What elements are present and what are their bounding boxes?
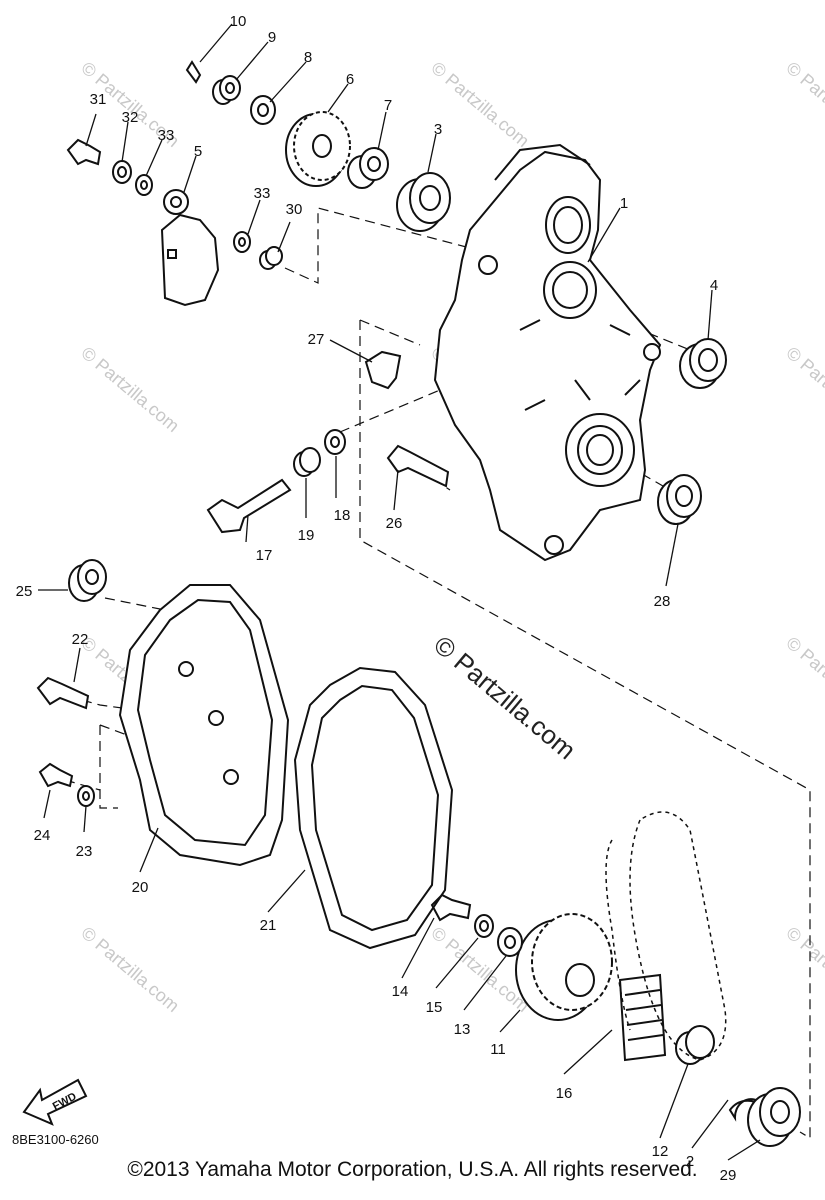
bearing-3 (396, 172, 451, 232)
watermark: © Partzilla.com (782, 343, 825, 436)
callout-18: 18 (334, 507, 351, 524)
callout-33: 33 (254, 185, 271, 202)
watermark: © Partzilla.com (782, 58, 825, 151)
drive-chain (605, 811, 727, 1062)
collar-12 (675, 1025, 715, 1065)
washer-23 (77, 785, 95, 807)
nut-9 (212, 75, 241, 105)
callout-3: 3 (434, 121, 442, 138)
callout-4: 4 (710, 277, 718, 294)
forward-arrow-icon: FWD (22, 1078, 88, 1126)
callout-1: 1 (620, 195, 628, 212)
watermark: © Partzilla.com (77, 923, 183, 1016)
bearing-29 (747, 1087, 801, 1147)
callout-2: 2 (686, 1153, 694, 1170)
callout-15: 15 (426, 999, 443, 1016)
callout-33: 33 (158, 127, 175, 144)
washer-32 (112, 160, 132, 184)
callout-29: 29 (720, 1167, 737, 1184)
oil-seal-25 (68, 559, 107, 602)
callout-13: 13 (454, 1021, 471, 1038)
washer-8 (250, 95, 276, 125)
bolt-17 (206, 478, 292, 534)
bolt-22 (36, 676, 90, 710)
callout-20: 20 (132, 879, 149, 896)
nut-19 (293, 447, 321, 477)
watermark: © Partzilla.com (77, 343, 183, 436)
leader-lines (38, 23, 761, 1161)
bolt-24 (38, 762, 74, 788)
chain-guide (160, 189, 220, 307)
callout-16: 16 (556, 1085, 573, 1102)
callout-22: 22 (72, 631, 89, 648)
callout-10: 10 (230, 13, 247, 30)
sprocket-11 (515, 913, 613, 1021)
washer-13 (497, 927, 523, 957)
bolt-14 (430, 893, 472, 922)
washer-33 (135, 174, 251, 253)
copyright-notice: ©2013 Yamaha Motor Corporation, U.S.A. A… (127, 1158, 698, 1181)
callout-12: 12 (652, 1143, 669, 1160)
callout-32: 32 (122, 109, 139, 126)
callout-23: 23 (76, 843, 93, 860)
oil-seal-4 (679, 338, 727, 389)
callout-5: 5 (194, 143, 202, 160)
gasket-21 (293, 666, 454, 950)
watermark-layer: © Partzilla.com © Partzilla.com © Partzi… (77, 58, 825, 1016)
callout-27: 27 (308, 331, 325, 348)
callout-21: 21 (260, 917, 277, 934)
washer-15 (474, 914, 494, 938)
watermark: © Partzilla.com (782, 923, 825, 1016)
callout-8: 8 (304, 49, 312, 66)
watermark-main: © Partzilla.com (428, 630, 581, 766)
callout-11: 11 (490, 1041, 506, 1058)
callout-19: 19 (298, 527, 315, 544)
callout-24: 24 (34, 827, 51, 844)
watermark: © Partzilla.com (782, 633, 825, 726)
callout-6: 6 (346, 71, 354, 88)
callout-labels: 1 2 3 4 5 6 7 8 9 10 11 12 13 14 15 16 1… (16, 13, 737, 1184)
sprocket-6 (285, 111, 351, 187)
fitting-27 (364, 350, 402, 390)
bolt-31 (66, 138, 102, 166)
oil-seal-28 (657, 474, 702, 525)
diagram-code: 8BE3100-6260 (12, 1132, 99, 1147)
callout-25: 25 (16, 583, 33, 600)
crankcase-cover (433, 143, 662, 562)
callout-28: 28 (654, 593, 671, 610)
bolt-26 (386, 444, 450, 488)
callout-31: 31 (90, 91, 107, 108)
collar-7 (347, 147, 389, 189)
watermark: © Partzilla.com (427, 58, 533, 151)
callout-9: 9 (268, 29, 276, 46)
callout-26: 26 (386, 515, 403, 532)
callout-7: 7 (384, 97, 392, 114)
outer-cover-20 (118, 584, 290, 867)
callout-17: 17 (256, 547, 273, 564)
washer-18 (324, 429, 346, 455)
callout-30: 30 (286, 201, 303, 218)
callout-14: 14 (392, 983, 409, 1000)
cotter-pin-10 (185, 60, 202, 84)
